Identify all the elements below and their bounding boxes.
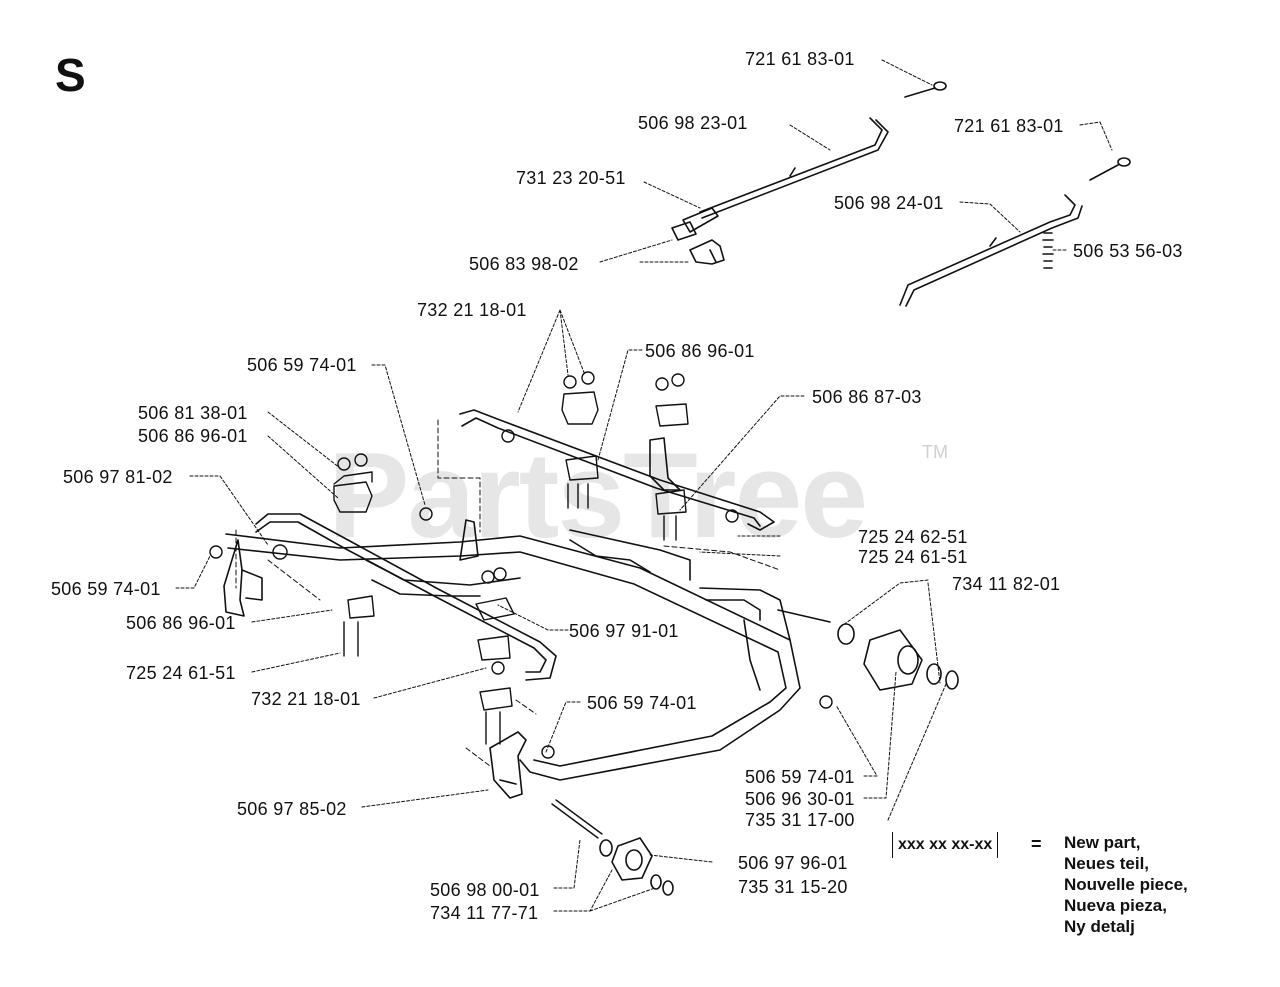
watermark-trademark: TM	[922, 442, 948, 462]
callout-label: 506 59 74-01	[247, 355, 357, 375]
legend-line: Nueva pieza,	[1064, 896, 1167, 915]
section-letter: S	[55, 49, 86, 101]
legend-line: Ny detalj	[1064, 917, 1135, 936]
callout-label: 506 59 74-01	[51, 579, 161, 599]
callout-label: 506 96 30-01	[745, 789, 855, 809]
legend-line: New part,	[1064, 833, 1141, 852]
callout-label: 506 98 00-01	[430, 880, 540, 900]
legend-line: Nouvelle piece,	[1064, 875, 1188, 894]
legend-code-box: xxx xx xx-xx	[892, 832, 999, 858]
callout-label: 506 97 85-02	[237, 799, 347, 819]
callout-label: 725 24 61-51	[858, 547, 968, 567]
anti-scalp-wheels	[599, 623, 959, 896]
callout-label: 506 98 23-01	[638, 113, 748, 133]
callout-label: 721 61 83-01	[745, 49, 855, 69]
legend-line: Neues teil,	[1064, 854, 1150, 873]
callout-label: 506 83 98-02	[469, 254, 579, 274]
callout-label: 506 86 87-03	[812, 387, 922, 407]
callout-label: 732 21 18-01	[251, 689, 361, 709]
callout-label: 506 97 91-01	[569, 621, 679, 641]
clamp-blocks-and-bolts	[209, 371, 833, 839]
callout-label: 506 53 56-03	[1073, 241, 1183, 261]
lift-rods	[255, 409, 775, 681]
callout-label: 735 31 15-20	[738, 877, 848, 897]
alignment-guides	[235, 419, 781, 767]
watermark: PartsTree	[328, 427, 868, 563]
callout-label: 731 23 20-51	[516, 168, 626, 188]
callout-label: 506 97 81-02	[63, 467, 173, 487]
leader-lines	[175, 59, 1113, 912]
callout-label: 721 61 83-01	[954, 116, 1064, 136]
callout-label: 506 59 74-01	[745, 767, 855, 787]
callout-label: 732 21 18-01	[417, 300, 527, 320]
callout-label: 506 97 96-01	[738, 853, 848, 873]
callout-label: 734 11 77-71	[430, 903, 539, 923]
callout-label: 506 86 96-01	[645, 341, 755, 361]
callout-label: 725 24 61-51	[126, 663, 236, 683]
callout-label: 506 81 38-01	[138, 403, 248, 423]
callout-label: 735 31 17-00	[745, 810, 855, 830]
upper-link-rods	[671, 81, 1131, 307]
callout-label: 725 24 62-51	[858, 527, 968, 547]
cutter-deck-frame	[223, 519, 831, 799]
callout-label: 506 86 96-01	[138, 426, 248, 446]
callout-label: 506 98 24-01	[834, 193, 944, 213]
legend-text: New part, Neues teil, Nouvelle piece, Nu…	[1064, 832, 1188, 937]
callout-label: 506 86 96-01	[126, 613, 236, 633]
callout-label: 734 11 82-01	[952, 574, 1061, 594]
legend-equals: =	[1031, 834, 1042, 854]
callout-label: 506 59 74-01	[587, 693, 697, 713]
